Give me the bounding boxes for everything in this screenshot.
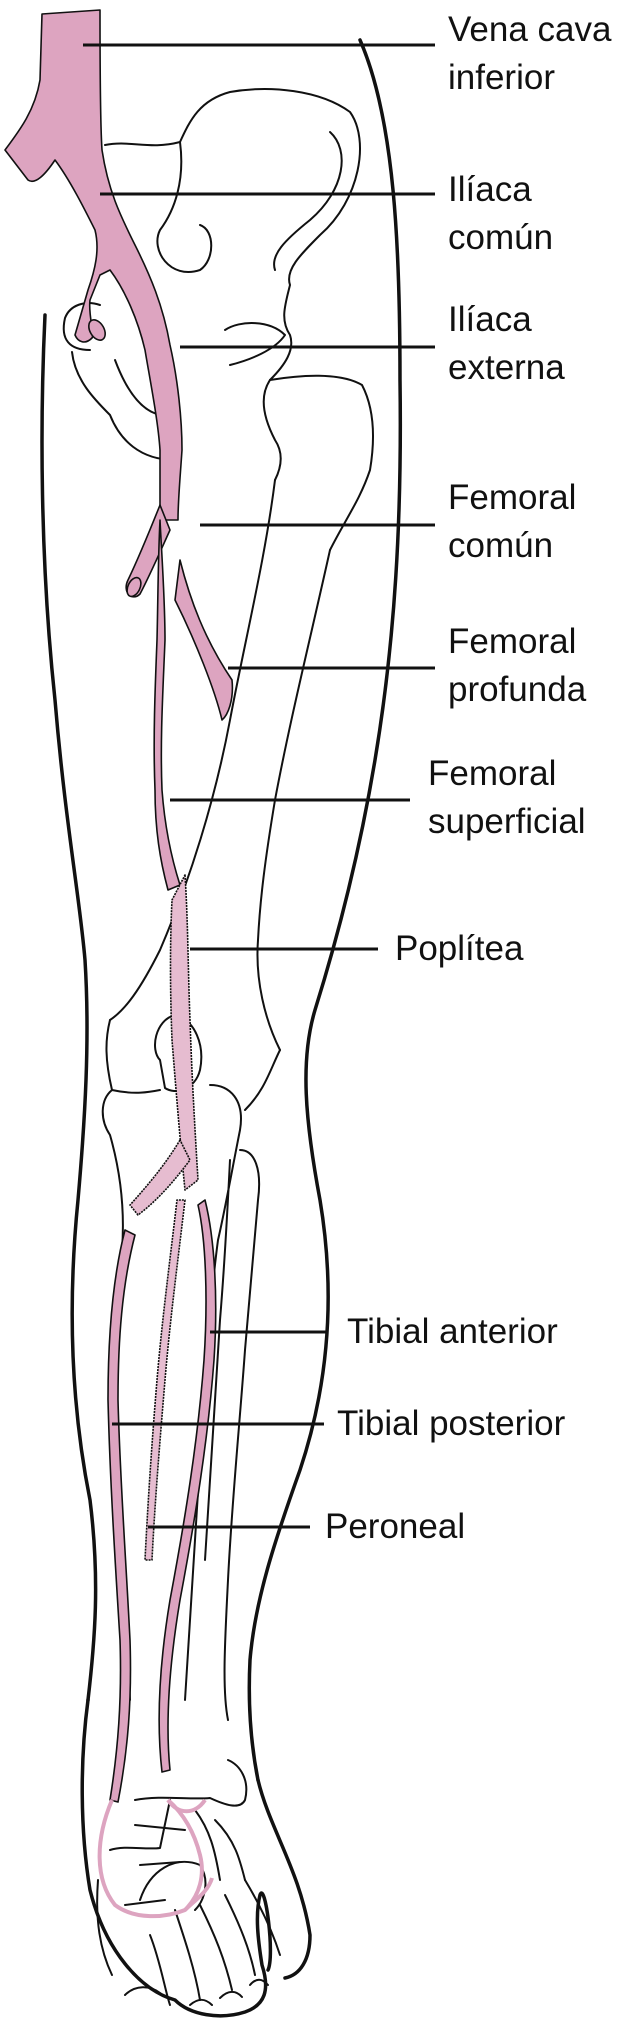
label-line: superficial — [428, 802, 586, 841]
label-femoral-superficial: Femoral superficial — [428, 750, 586, 846]
foot-venous-arch-branch — [166, 1798, 214, 1912]
foot-venous-arch — [97, 1798, 204, 1919]
leg-outline — [40, 38, 403, 2018]
leader-lines — [83, 43, 435, 1529]
femoral-profunda-vessel — [174, 559, 234, 721]
label-tibial-anterior: Tibial anterior — [347, 1308, 558, 1356]
label-line: Ilíaca — [448, 300, 532, 339]
peroneal-vessel — [158, 1199, 217, 1773]
label-line: Tibial anterior — [347, 1312, 558, 1351]
label-line: Vena cava — [448, 10, 612, 49]
label-line: inferior — [448, 58, 555, 97]
label-line: profunda — [448, 670, 587, 709]
label-line: Femoral — [448, 622, 577, 661]
label-iliaca-externa: Ilíaca externa — [448, 296, 565, 392]
vessel-cut-end-upper — [88, 319, 106, 341]
label-line: Femoral — [428, 754, 557, 793]
tibial-anterior-vessel — [107, 1229, 136, 1803]
label-poplitea: Poplítea — [395, 925, 523, 973]
femoral-superficial-vessel — [153, 519, 181, 891]
poplitea-vessel — [169, 874, 199, 1191]
label-line: Ilíaca — [448, 170, 532, 209]
label-femoral-profunda: Femoral profunda — [448, 618, 586, 714]
label-line: Femoral — [448, 478, 577, 517]
venous-system — [4, 9, 234, 1919]
label-line: Poplítea — [395, 929, 524, 968]
bones — [62, 88, 375, 2006]
label-vena-cava-inferior: Vena cava inferior — [448, 6, 611, 102]
label-line: externa — [448, 348, 565, 387]
label-peroneal: Peroneal — [325, 1503, 465, 1551]
vena-cava-inferior-vessel — [4, 9, 183, 521]
label-line: Tibial posterior — [337, 1404, 566, 1443]
tibial-posterior-vessel — [144, 1199, 186, 1561]
label-iliaca-comun: Ilíaca común — [448, 166, 553, 262]
tibial-anterior-origin-vessel — [129, 1139, 191, 1216]
label-line: Peroneal — [325, 1507, 466, 1546]
vessel-cut-end-lower — [126, 576, 142, 598]
label-tibial-posterior: Tibial posterior — [337, 1400, 565, 1448]
label-femoral-comun: Femoral común — [448, 474, 576, 570]
label-line: común — [448, 526, 554, 565]
label-line: común — [448, 218, 554, 257]
